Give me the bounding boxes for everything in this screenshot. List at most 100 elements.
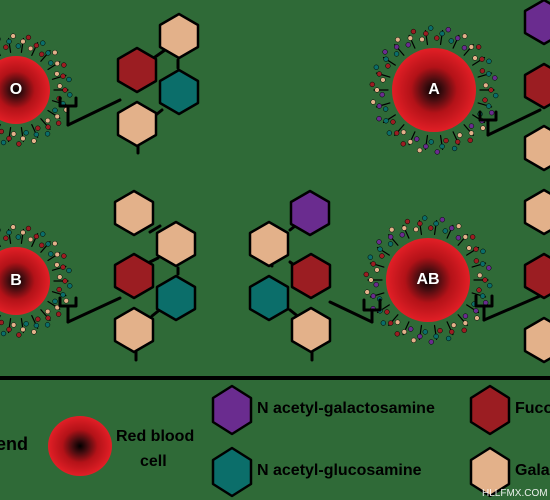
red-cell-a-sugar-dot xyxy=(439,143,445,150)
antigen-ab-right-galactose-top-hexagon-icon xyxy=(523,188,550,236)
red-cell-a-sugar-dot xyxy=(407,139,413,145)
legend-galactose-hexagon-icon xyxy=(469,446,511,498)
antigen-ab-galactose-bottom-hexagon-icon xyxy=(290,306,332,354)
blood-type-label-a: A xyxy=(428,81,440,98)
red-cell-a-sugar-dot xyxy=(394,130,400,136)
red-cell-o-sugar-dot xyxy=(45,117,51,124)
red-cell-b-sugar-dot xyxy=(6,229,12,236)
legend-n-acetyl-glucosamine: N acetyl-glucosamine xyxy=(257,462,422,479)
red-cell-b-sugar-dot xyxy=(44,322,51,328)
red-cell-ab-sugar-dot xyxy=(473,308,479,314)
red-cell-b-sugar-dot xyxy=(6,326,12,333)
antigen-b-glucosamine-hexagon-icon xyxy=(155,274,197,322)
red-cell-b-sugar-dot xyxy=(25,225,32,232)
antigen-b xyxy=(58,189,197,362)
blood-type-labels: O A B AB xyxy=(10,81,440,289)
red-cell-ab-sugar-dot xyxy=(487,282,493,289)
red-cell-o-sugar-dot xyxy=(60,73,66,79)
red-cell-b-sugar-dot xyxy=(67,283,73,289)
red-cell-a-sugar-dot xyxy=(480,125,486,131)
red-cell-b-sugar-dot xyxy=(23,321,29,327)
red-cell-a-sugar-dot xyxy=(393,51,400,57)
legend-red-cell-icon xyxy=(48,416,112,476)
red-cell-a-sugar-dot xyxy=(448,38,454,44)
red-cell-o-sugar-dot xyxy=(45,124,51,130)
red-cell-a-sugar-dot xyxy=(390,119,396,125)
red-cell-o-sugar-dot xyxy=(54,71,60,77)
red-cell-ab-sugar-dot xyxy=(428,225,434,231)
red-cell-a-sugar-dot xyxy=(423,143,429,150)
red-cell-a-sugar-dot xyxy=(400,129,407,135)
legend-title: end xyxy=(0,434,28,454)
antigen-ab-glucosamine-hexagon-icon xyxy=(248,274,290,322)
red-cell-a-sugar-dot xyxy=(376,71,382,77)
red-cell-a-sugar-dot xyxy=(428,25,434,31)
antigen-a-fucose-hexagon-icon xyxy=(523,62,550,110)
red-cell-a-sugar-dot xyxy=(395,37,401,43)
antigen-ab-fucose-hexagon-icon xyxy=(290,252,332,300)
antigen-ab-left xyxy=(248,189,382,362)
red-cell-b-sugar-dot xyxy=(35,316,41,322)
red-cell-ab-sugar-dot xyxy=(388,234,394,240)
red-cell-a-sugar-dot xyxy=(479,68,486,74)
red-cell-a-sugar-dot xyxy=(373,64,379,70)
antigen-b-fucose-hexagon-icon xyxy=(113,252,155,300)
red-cell-ab-sugar-dot xyxy=(367,254,373,260)
red-cell-a-sugar-dot xyxy=(493,92,499,99)
red-cell-o-sugar-dot xyxy=(54,113,60,120)
red-cell-ab-sugar-dot xyxy=(387,241,394,247)
red-cell-a-sugar-dot xyxy=(407,35,413,41)
antigen-structures-layer xyxy=(58,0,550,364)
red-cell-ab-sugar-dot xyxy=(401,329,407,335)
red-cell-o-sugar-dot xyxy=(54,60,60,67)
red-cell-ab-sugar-dot xyxy=(394,319,401,325)
red-cell-o-sugar-dot xyxy=(6,135,12,142)
red-cell-ab-sugar-dot xyxy=(401,225,407,231)
antigen-b-bond xyxy=(148,256,160,264)
red-cell-a-sugar-dot xyxy=(380,77,386,83)
red-cell-ab-sugar-dot xyxy=(417,333,423,340)
antigen-ab-link-left xyxy=(328,300,374,324)
red-cell-b-sugar-dot xyxy=(54,262,60,268)
red-cell-b-sugar-dot xyxy=(27,236,34,243)
red-cell-o-sugar-dot xyxy=(52,49,58,56)
antigen-a-galactosamine-hexagon-icon xyxy=(523,0,550,46)
red-cell-b-sugar-dot xyxy=(0,330,7,337)
blood-type-label-o: O xyxy=(10,81,22,98)
red-cell-a-sugar-dot xyxy=(405,42,411,48)
red-cell-a-sugar-dot xyxy=(455,35,461,41)
red-cell-a-sugar-dot xyxy=(486,58,492,64)
red-cell-ab-sugar-dot xyxy=(477,272,483,278)
antigen-b-galactose-bottom-hexagon-icon xyxy=(113,306,155,354)
red-cell-o-sugar-dot xyxy=(20,38,26,45)
legend-fucose: Fuco xyxy=(515,400,550,417)
red-cell-a-sugar-dot xyxy=(457,132,463,138)
red-cell-b-sugar-dot xyxy=(20,326,26,333)
red-cell-ab-sugar-dot xyxy=(473,246,479,252)
antigen-b-bond xyxy=(148,224,162,234)
red-cell-b-sugar-dot xyxy=(33,233,40,240)
red-cell-a-sugar-dot xyxy=(410,28,417,35)
red-cell-b-body xyxy=(0,247,50,315)
red-cell-a-sugar-dot xyxy=(468,123,475,129)
legend-red-cell-line-1: Red blood xyxy=(116,428,194,445)
red-cell-b-sugar-dot xyxy=(52,298,58,305)
red-cell-b-sugar-dot xyxy=(62,278,68,284)
red-cell-a-sugar-dot xyxy=(417,147,423,153)
red-cell-a-sugar-dot xyxy=(451,145,458,152)
red-cell-a-sugar-dot xyxy=(461,45,468,51)
antigen-a xyxy=(478,0,550,172)
antigen-o-galactose-hexagon-icon xyxy=(158,12,200,60)
red-cell-o-sugar-dot xyxy=(0,139,7,146)
legend-fucose-hexagon-icon xyxy=(469,384,511,436)
red-cell-a-sugar-dot xyxy=(492,75,498,81)
legend-purple-hexagon-shape xyxy=(211,384,253,436)
red-cell-a-sugar-dot xyxy=(468,44,474,50)
red-cell-o-sugar-dot xyxy=(62,87,68,93)
red-cell-ab-sugar-dot xyxy=(413,226,419,233)
red-cell-a-sugar-dot xyxy=(434,149,440,155)
antigen-o-galactose-2-hexagon-icon xyxy=(116,100,158,148)
red-cell-ab-sugar-dot xyxy=(374,267,380,273)
red-cell-ab-sugar-dot xyxy=(376,239,382,245)
red-cell-ab-sugar-dot xyxy=(433,333,439,340)
